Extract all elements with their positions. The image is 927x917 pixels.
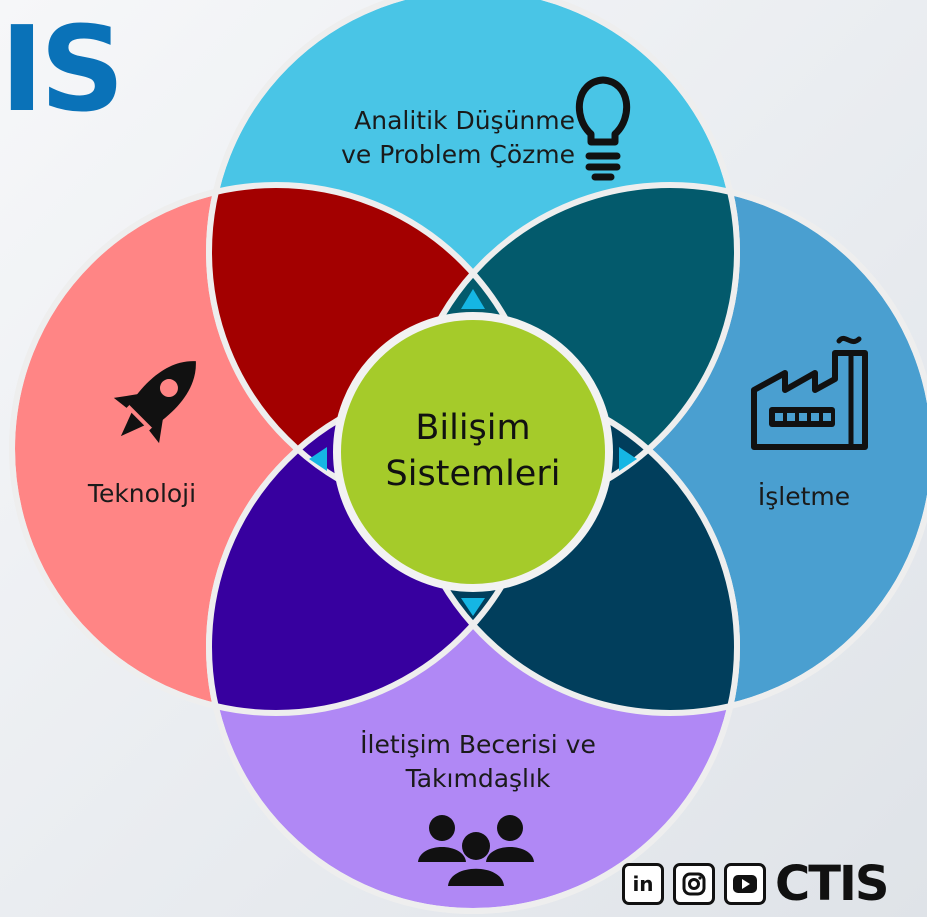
team-icon bbox=[418, 815, 534, 886]
logo-text: IS bbox=[0, 0, 125, 138]
social-bar: in CTIS bbox=[622, 852, 889, 916]
center-label-line1: Bilişim bbox=[415, 408, 531, 448]
center-label: Bilişim Sistemleri bbox=[343, 406, 603, 497]
center-label-line2: Sistemleri bbox=[385, 453, 561, 494]
triangle-marker-top bbox=[461, 289, 485, 309]
linkedin-icon[interactable]: in bbox=[622, 863, 664, 905]
label-iletisim-line1: İletişim Becerisi ve bbox=[360, 730, 596, 759]
label-analitik: Analitik Düşünme ve Problem Çözme bbox=[285, 104, 575, 172]
lightbulb-icon bbox=[575, 76, 631, 181]
triangle-marker-bottom bbox=[461, 598, 485, 616]
triangle-marker-right bbox=[619, 447, 637, 471]
brand-name: CTIS bbox=[775, 856, 889, 912]
label-teknoloji: Teknoloji bbox=[87, 479, 197, 508]
label-iletisim-line2: Takımdaşlık bbox=[405, 763, 551, 793]
label-isletme: İşletme bbox=[757, 482, 851, 511]
factory-icon bbox=[751, 335, 868, 450]
triangle-marker-left bbox=[309, 447, 327, 471]
rocket-icon bbox=[113, 361, 196, 444]
label-analitik-line2: ve Problem Çözme bbox=[341, 139, 575, 169]
youtube-icon[interactable] bbox=[724, 863, 766, 905]
center-circle bbox=[333, 312, 613, 592]
instagram-icon[interactable] bbox=[673, 863, 715, 905]
label-analitik-line1: Analitik Düşünme bbox=[354, 106, 575, 135]
label-iletisim: İletişim Becerisi ve Takımdaşlık bbox=[313, 728, 643, 796]
